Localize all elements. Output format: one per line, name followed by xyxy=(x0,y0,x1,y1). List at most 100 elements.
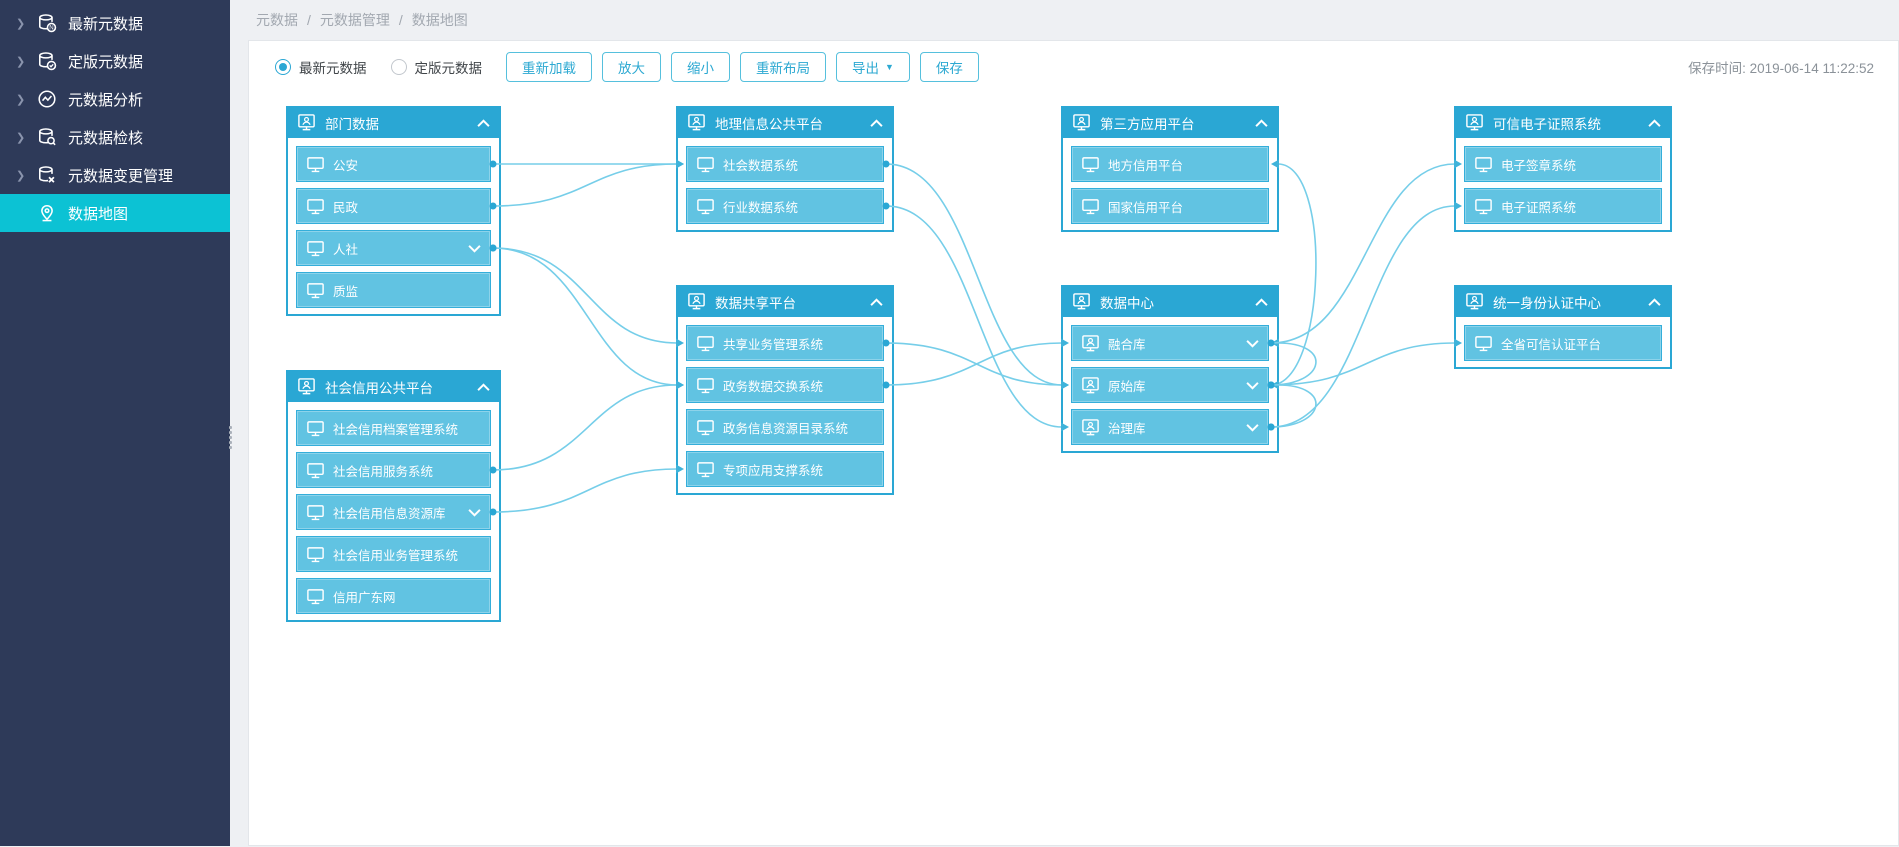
chevron-up-icon[interactable] xyxy=(1255,118,1268,128)
node-item[interactable]: 原始库 xyxy=(1071,367,1269,403)
sidebar-item-data-map[interactable]: ❯ 数据地图 xyxy=(0,194,230,232)
node-item[interactable]: 全省可信认证平台 xyxy=(1464,325,1662,361)
node-label: 社会信用服务系统 xyxy=(333,464,434,479)
monitor-icon xyxy=(306,503,325,522)
export-button[interactable]: 导出▼ xyxy=(836,52,910,82)
node-item[interactable]: 社会信用业务管理系统 xyxy=(296,536,491,572)
radio-unselected-icon[interactable] xyxy=(390,59,407,75)
diagram-group[interactable]: 数据中心融合库原始库治理库 xyxy=(1061,285,1279,453)
group-header[interactable]: 社会信用公共平台 xyxy=(288,372,499,402)
chevron-down-icon[interactable] xyxy=(468,508,481,517)
diagram-group[interactable]: 统一身份认证中心全省可信认证平台 xyxy=(1454,285,1672,369)
edge-line xyxy=(885,342,1063,386)
terminal-group-icon xyxy=(297,113,317,133)
node-item[interactable]: 民政 xyxy=(296,188,491,224)
monitor-icon xyxy=(696,334,715,353)
radio-label: 最新元数据 xyxy=(299,61,367,76)
group-body: 社会信用档案管理系统社会信用服务系统社会信用信息资源库社会信用业务管理系统信用广… xyxy=(288,402,499,622)
sidebar-item-latest-metadata[interactable]: ❯ N 最新元数据 xyxy=(0,4,230,42)
node-item[interactable]: 公安 xyxy=(296,146,491,182)
node-item[interactable]: 电子证照系统 xyxy=(1464,188,1662,224)
diagram-group[interactable]: 第三方应用平台地方信用平台国家信用平台 xyxy=(1061,106,1279,232)
node-item[interactable]: 人社 xyxy=(296,230,491,266)
group-body: 公安民政人社质监 xyxy=(288,138,499,316)
relayout-button[interactable]: 重新布局 xyxy=(740,52,826,82)
diagram-group[interactable]: 社会信用公共平台社会信用档案管理系统社会信用服务系统社会信用信息资源库社会信用业… xyxy=(286,370,501,622)
group-header[interactable]: 统一身份认证中心 xyxy=(1456,287,1670,317)
chevron-up-icon[interactable] xyxy=(1255,297,1268,307)
monitor-icon xyxy=(1081,197,1100,216)
monitor-icon xyxy=(306,155,325,174)
chevron-up-icon[interactable] xyxy=(477,382,490,392)
node-item[interactable]: 行业数据系统 xyxy=(686,188,884,224)
radio-selected-icon[interactable] xyxy=(275,59,291,75)
diagram-group[interactable]: 地理信息公共平台社会数据系统行业数据系统 xyxy=(676,106,894,232)
breadcrumb-item[interactable]: 元数据管理 xyxy=(319,12,390,28)
node-item[interactable]: 社会数据系统 xyxy=(686,146,884,182)
node-item[interactable]: 电子签章系统 xyxy=(1464,146,1662,182)
group-body: 电子签章系统电子证照系统 xyxy=(1456,138,1670,232)
node-item[interactable]: 信用广东网 xyxy=(296,578,491,614)
node-item[interactable]: 政务数据交换系统 xyxy=(686,367,884,403)
save-time-label: 保存时间: 2019-06-14 11:22:52 xyxy=(1688,61,1874,76)
group-title: 数据中心 xyxy=(1100,296,1154,311)
node-item[interactable]: 治理库 xyxy=(1071,409,1269,445)
sidebar-item-metadata-analysis[interactable]: ❯ 元数据分析 xyxy=(0,80,230,118)
terminal-group-icon xyxy=(1081,418,1100,437)
group-header[interactable]: 部门数据 xyxy=(288,108,499,138)
toolbar: 最新元数据 定版元数据 重新加载 放大 缩小 重新布局 导出▼ 保存 保存时间:… xyxy=(249,41,1898,93)
group-header[interactable]: 数据共享平台 xyxy=(678,287,892,317)
chevron-up-icon[interactable] xyxy=(1648,118,1661,128)
save-button[interactable]: 保存 xyxy=(919,52,979,82)
node-item[interactable]: 国家信用平台 xyxy=(1071,188,1269,224)
node-item[interactable]: 质监 xyxy=(296,272,491,308)
caret-down-icon: ▼ xyxy=(885,62,894,72)
edge-line xyxy=(885,205,1063,428)
panel-resize-handle[interactable] xyxy=(227,420,234,454)
breadcrumb-item[interactable]: 元数据 xyxy=(256,12,298,28)
database-new-icon: N xyxy=(36,12,58,34)
terminal-group-icon xyxy=(1072,113,1092,133)
sidebar-item-metadata-audit[interactable]: ❯ 元数据检核 xyxy=(0,118,230,156)
terminal-group-icon xyxy=(1081,334,1100,353)
node-label: 专项应用支撑系统 xyxy=(723,463,824,478)
group-header[interactable]: 第三方应用平台 xyxy=(1063,108,1277,138)
chevron-up-icon[interactable] xyxy=(870,118,883,128)
chevron-up-icon[interactable] xyxy=(477,118,490,128)
monitor-icon xyxy=(306,197,325,216)
sidebar-item-versioned-metadata[interactable]: ❯ 定版元数据 xyxy=(0,42,230,80)
node-item[interactable]: 社会信用服务系统 xyxy=(296,452,491,488)
node-item[interactable]: 政务信息资源目录系统 xyxy=(686,409,884,445)
zoom-in-button[interactable]: 放大 xyxy=(602,52,661,82)
radio-versioned-metadata[interactable]: 定版元数据 xyxy=(390,57,482,77)
chevron-down-icon[interactable] xyxy=(1246,423,1259,432)
edge-line xyxy=(885,342,1063,386)
chevron-up-icon[interactable] xyxy=(1648,297,1661,307)
edge-line xyxy=(492,384,678,471)
node-item[interactable]: 共享业务管理系统 xyxy=(686,325,884,361)
chevron-down-icon[interactable] xyxy=(1246,339,1259,348)
node-label: 民政 xyxy=(333,200,359,215)
diagram-group[interactable]: 可信电子证照系统电子签章系统电子证照系统 xyxy=(1454,106,1672,232)
radio-latest-metadata[interactable]: 最新元数据 xyxy=(275,57,367,77)
node-item[interactable]: 社会信用信息资源库 xyxy=(296,494,491,530)
chevron-down-icon[interactable] xyxy=(468,244,481,253)
reload-button[interactable]: 重新加载 xyxy=(506,52,592,82)
zoom-out-button[interactable]: 缩小 xyxy=(671,52,730,82)
diagram-canvas[interactable]: 部门数据公安民政人社质监社会信用公共平台社会信用档案管理系统社会信用服务系统社会… xyxy=(249,41,1898,845)
group-header[interactable]: 数据中心 xyxy=(1063,287,1277,317)
diagram-group[interactable]: 数据共享平台共享业务管理系统政务数据交换系统政务信息资源目录系统专项应用支撑系统 xyxy=(676,285,894,495)
node-item[interactable]: 融合库 xyxy=(1071,325,1269,361)
group-header[interactable]: 地理信息公共平台 xyxy=(678,108,892,138)
chevron-down-icon[interactable] xyxy=(1246,381,1259,390)
node-label: 全省可信认证平台 xyxy=(1501,337,1602,352)
node-item[interactable]: 地方信用平台 xyxy=(1071,146,1269,182)
node-item[interactable]: 社会信用档案管理系统 xyxy=(296,410,491,446)
node-item[interactable]: 专项应用支撑系统 xyxy=(686,451,884,487)
diagram-group[interactable]: 部门数据公安民政人社质监 xyxy=(286,106,501,316)
chevron-right-icon: ❯ xyxy=(16,169,26,182)
chevron-right-icon: ❯ xyxy=(16,55,26,68)
group-header[interactable]: 可信电子证照系统 xyxy=(1456,108,1670,138)
chevron-up-icon[interactable] xyxy=(870,297,883,307)
sidebar-item-metadata-change-mgmt[interactable]: ❯ 元数据变更管理 xyxy=(0,156,230,194)
